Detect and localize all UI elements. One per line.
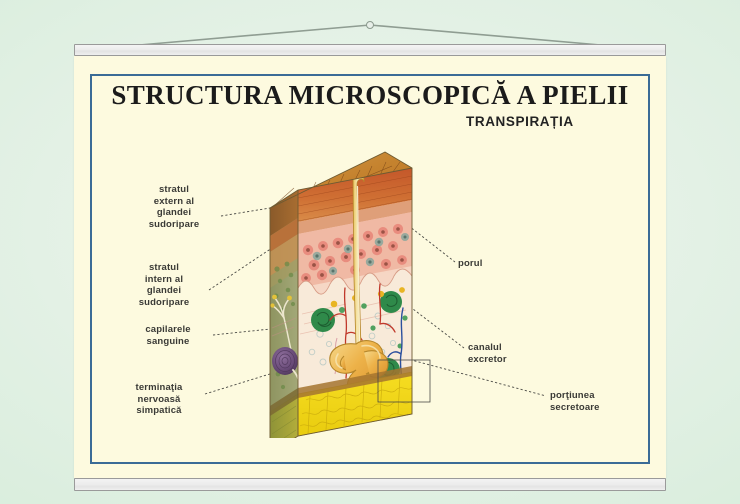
label-capilarele-sanguine: capilarele sanguine <box>124 324 212 347</box>
label-line: porţiunea <box>550 390 595 401</box>
label-line: glandei <box>156 207 192 219</box>
label-line: glandei <box>146 285 182 297</box>
label-line: secretoare <box>550 401 600 413</box>
label-line: intern al <box>144 273 184 285</box>
label-line: canalul <box>468 342 502 353</box>
label-line: extern al <box>153 195 195 207</box>
cord-ring-icon <box>366 21 374 29</box>
page-title: STRUCTURA MICROSCOPICĂ A PIELII <box>111 80 629 110</box>
label-line: capilarele <box>145 324 191 335</box>
label-line: stratul <box>158 184 190 195</box>
skin-cross-section-illustration <box>260 138 450 438</box>
sheet-inner-border <box>90 74 650 464</box>
chart-rail-bottom[interactable] <box>74 478 666 491</box>
chart-sheet: STRUCTURA MICROSCOPICĂ A PIELII TRANSPIR… <box>74 56 666 478</box>
label-stratul-extern-al-glandei-sudoripare: stratul extern al glandei sudoripare <box>130 184 218 230</box>
label-line: stratul <box>148 262 180 273</box>
label-line: porul <box>458 258 483 269</box>
hanging-cord <box>0 0 740 50</box>
label-terminatia-nervoasa-simpatica: terminaţia nervoasă simpatică <box>114 382 204 417</box>
label-line: sudoripare <box>148 218 200 230</box>
label-line: excretor <box>468 353 507 365</box>
label-line: simpatică <box>136 405 182 417</box>
label-line: sudoripare <box>138 296 190 308</box>
label-line: nervoasă <box>137 393 181 405</box>
chart-rail-top[interactable] <box>74 44 666 56</box>
label-line: terminaţia <box>135 382 183 393</box>
page-subtitle: TRANSPIRAȚIA <box>466 114 574 129</box>
label-canalul-excretor: canalul excretor <box>468 342 558 365</box>
label-porul: porul <box>458 258 548 270</box>
label-portiunea-secretoare: porţiunea secretoare <box>550 390 642 413</box>
label-stratul-intern-al-glandei-sudoripare: stratul intern al glandei sudoripare <box>120 262 208 308</box>
label-line: sanguine <box>146 335 190 347</box>
